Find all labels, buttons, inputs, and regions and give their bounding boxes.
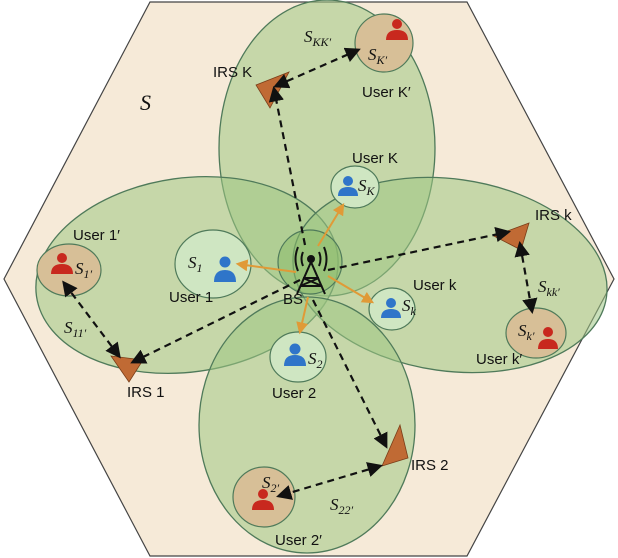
region-label: S [140, 90, 151, 115]
user-k-label: User k [413, 277, 457, 294]
user-Kp-icon [386, 19, 408, 40]
base-station-icon [294, 246, 328, 295]
user-1-set-label: S1 [188, 253, 203, 275]
link-bs-user-K [317, 202, 345, 247]
link-bs-user-k [327, 275, 375, 304]
user-2-set-label: S2 [308, 349, 323, 371]
user-k-circle [368, 287, 416, 331]
link-bs-irs-k [327, 227, 512, 272]
user-2p-set-label: S2′ [262, 473, 280, 495]
user-K-circle [330, 165, 380, 209]
irs-2-label: IRS 2 [411, 457, 449, 474]
link-bs-user-2 [296, 296, 309, 335]
user-1-icon [214, 256, 236, 282]
link-bs-user-1 [235, 259, 297, 273]
user-K-icon [338, 176, 358, 196]
pair-set-22-label: S22′ [330, 495, 354, 517]
user-Kp-label: User K′ [362, 84, 411, 101]
user-k-icon [381, 298, 401, 318]
link-bs-irs-K [268, 85, 307, 246]
link-bs-irs-2 [312, 299, 388, 449]
user-2-label: User 2 [272, 385, 316, 402]
user-kp-icon [538, 327, 558, 349]
user-2-icon [284, 343, 306, 366]
pair-set-KK-label: SKK′ [304, 27, 332, 49]
user-Kp-set-label: SK′ [368, 45, 388, 67]
base-station-label: BS [283, 291, 303, 308]
link-irs-2-user-2p [276, 462, 383, 500]
link-irs-K-user-Kp [273, 47, 361, 89]
pair-set-11-label: S11′ [64, 318, 87, 340]
user-2p-icon [252, 489, 274, 510]
user-kp-set-label: Sk′ [518, 321, 535, 343]
user-1p-set-label: S1′ [75, 259, 93, 281]
link-irs-1-user-1p [62, 280, 121, 359]
pair-set-kk-label: Skk′ [538, 277, 560, 299]
user-1p-label: User 1′ [73, 227, 120, 244]
user-K-label: User K [352, 150, 398, 167]
user-k-set-label: Sk [402, 296, 417, 318]
irs-1-label: IRS 1 [127, 384, 165, 401]
irs-k-label: IRS k [535, 207, 572, 224]
user-1p-icon [51, 253, 73, 274]
user-kp-label: User k′ [476, 351, 522, 368]
user-1-label: User 1 [169, 289, 213, 306]
user-K-set-label: SK [358, 176, 376, 198]
irs-2-icon [381, 423, 409, 467]
user-2p-label: User 2′ [275, 532, 322, 549]
irs-K-label: IRS K [213, 64, 252, 81]
